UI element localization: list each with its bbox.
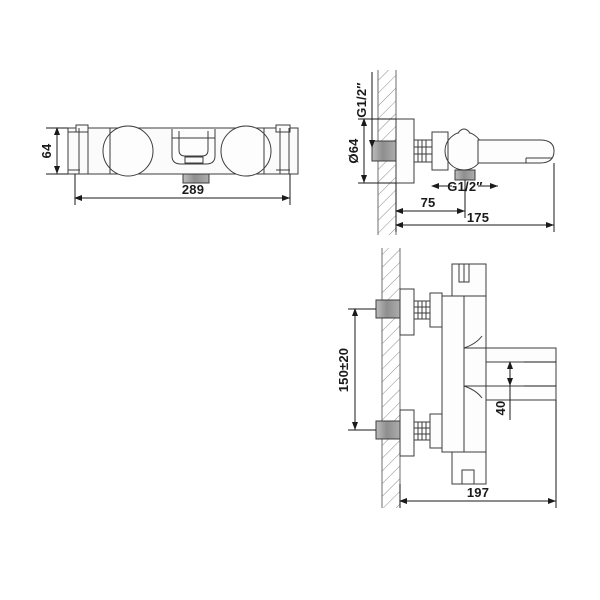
dim-label-289: 289 bbox=[182, 182, 204, 197]
spout-shelf-upper bbox=[485, 347, 557, 363]
plan-center-lever-inner bbox=[178, 131, 209, 157]
dim-label-197: 197 bbox=[467, 485, 489, 500]
top-plan-view bbox=[67, 124, 299, 184]
dim-label-75: 75 bbox=[421, 195, 436, 210]
inlet-nipple-upper bbox=[375, 299, 401, 319]
plan-right-endcap bbox=[276, 131, 290, 171]
escutcheon-flange bbox=[395, 118, 415, 184]
plan-left-handle bbox=[102, 125, 154, 177]
side-section-view bbox=[371, 70, 555, 235]
plan-outlet-block bbox=[182, 173, 210, 184]
spout-fillet-lower bbox=[463, 385, 483, 399]
valve-stub-upper bbox=[429, 292, 443, 328]
plan-right-handle bbox=[220, 125, 272, 177]
dim-label-175: 175 bbox=[467, 210, 489, 225]
plan-right-tab bbox=[275, 124, 291, 133]
wall-hatch-bottom bbox=[382, 248, 400, 508]
valve-stub-lower bbox=[429, 413, 443, 449]
spout-fillet-upper bbox=[463, 335, 483, 349]
dim-label-g12-outlet: G1/2″ bbox=[447, 179, 482, 194]
dim-label-40: 40 bbox=[493, 401, 508, 416]
spout-shelf-lower bbox=[485, 385, 557, 401]
mixer-body-column bbox=[441, 295, 465, 453]
front-elevation-view-dimensions bbox=[348, 308, 557, 508]
dim-label-150: 150±20 bbox=[336, 348, 351, 393]
front-elevation-view bbox=[375, 248, 557, 508]
mixer-body-right bbox=[463, 295, 487, 453]
cartridge-top-boss bbox=[457, 128, 471, 134]
top-plan-view-dimensions bbox=[46, 127, 291, 205]
handle-cap-bottom-slot bbox=[461, 469, 475, 485]
cartridge-body bbox=[444, 131, 484, 171]
plan-center-detail bbox=[184, 156, 204, 164]
dim-label-64: 64 bbox=[39, 143, 54, 158]
escutcheon-lower bbox=[399, 409, 415, 457]
dim-label-g12-top: G1/2″ bbox=[354, 82, 369, 117]
dim-label-d64: Ø64 bbox=[346, 138, 361, 164]
inlet-nipple-lower bbox=[375, 420, 401, 440]
threaded-connector bbox=[413, 139, 433, 163]
plan-left-tab bbox=[75, 124, 89, 133]
escutcheon-upper bbox=[399, 288, 415, 336]
side-section-view-dimensions bbox=[358, 72, 555, 232]
inlet-nipple-shaded bbox=[371, 140, 397, 162]
spout-arm bbox=[477, 139, 555, 164]
